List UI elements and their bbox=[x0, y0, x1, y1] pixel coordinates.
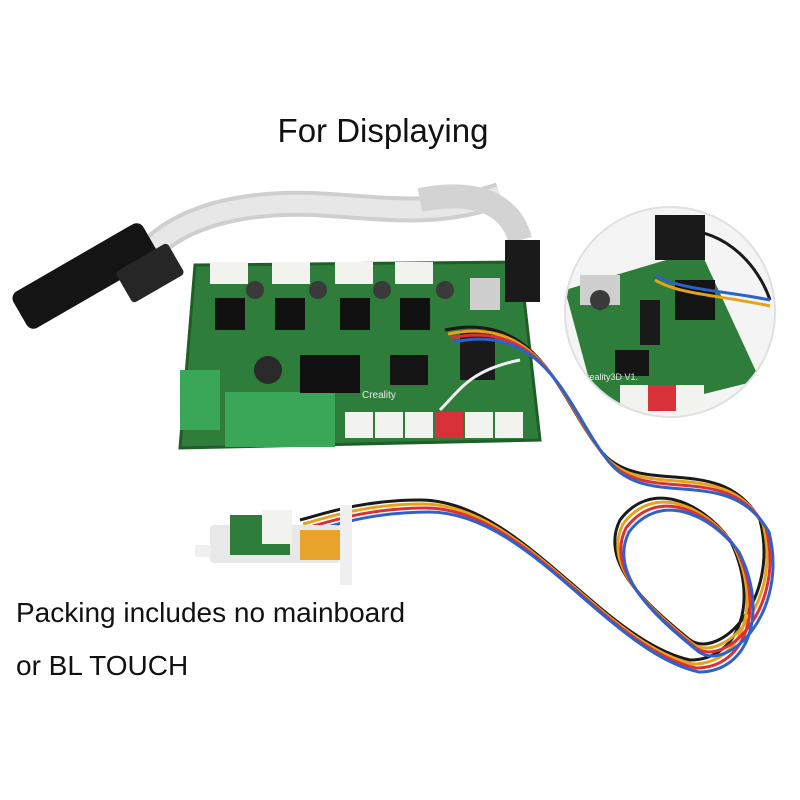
image-title: For Displaying bbox=[277, 112, 489, 149]
inset-closeup: Creality3D V1. bbox=[564, 206, 776, 418]
bl-touch-sensor bbox=[195, 505, 352, 585]
board-brand-label: Creality bbox=[362, 390, 396, 401]
usb-stick bbox=[12, 223, 184, 329]
notice-line-1: Packing includes no mainboard bbox=[16, 597, 406, 628]
notice-line-2: or BL TOUCH bbox=[16, 650, 189, 681]
wire-harness bbox=[299, 325, 775, 674]
inset-brand-label: Creality3D V1. bbox=[580, 372, 638, 382]
mainboard-pcb: Creality bbox=[178, 240, 542, 450]
ribbon-cable bbox=[140, 182, 532, 260]
